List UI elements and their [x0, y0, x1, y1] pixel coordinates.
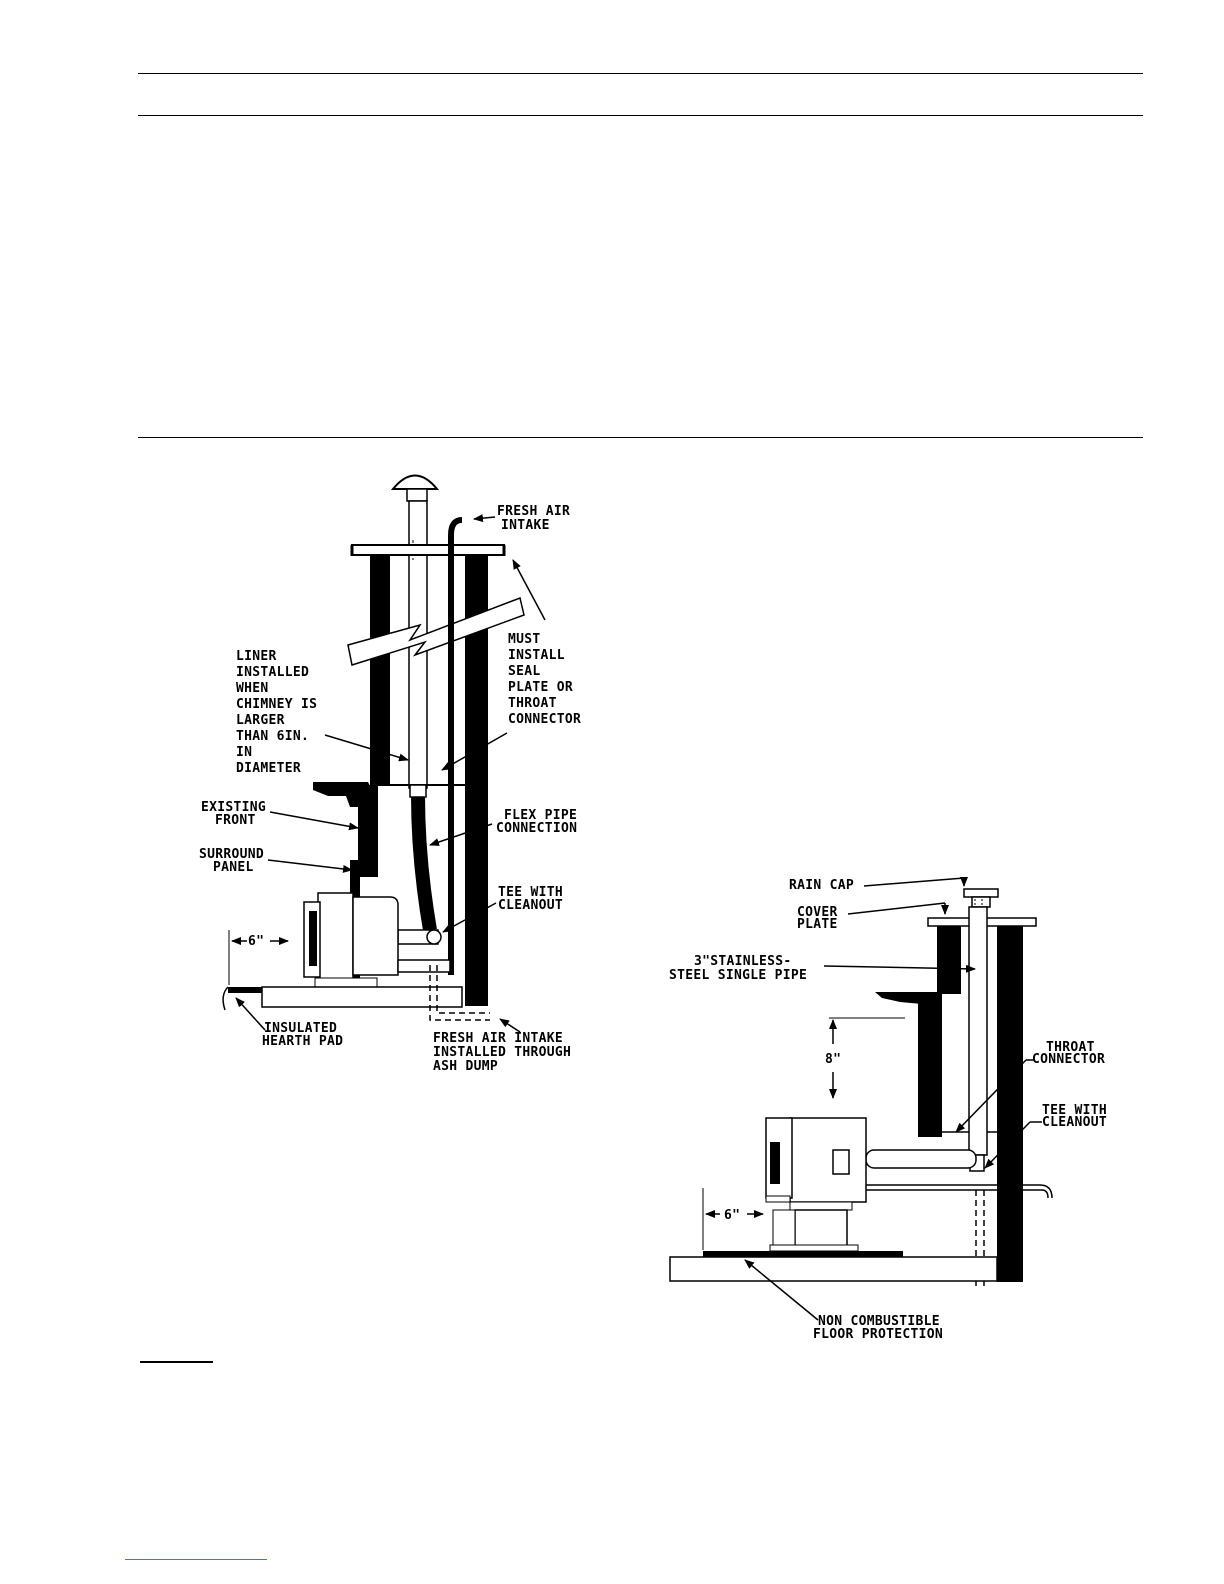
left-seal-plate: [351, 544, 505, 556]
footer-link-rule: [125, 1559, 267, 1560]
note-underline: [140, 1361, 213, 1363]
header-rule-top: [138, 73, 1143, 74]
right-chimney-wall-right: [997, 926, 1023, 1282]
left-chimney-wall-left: [370, 556, 390, 785]
left-label-must-install: MUST INSTALL SEAL PLATE OR THROAT CONNEC…: [508, 632, 581, 727]
right-mantel: [875, 992, 940, 1010]
right-rain-cap: [963, 888, 999, 898]
left-rain-cap: [390, 474, 440, 490]
right-label-height: 8": [825, 1052, 841, 1067]
left-stove: [303, 892, 451, 988]
right-label-rain-cap: RAIN CAP: [789, 878, 854, 893]
left-chimney-wall-right: [465, 556, 488, 1006]
right-label-pipe: 3"STAINLESS-STEEL SINGLE PIPE: [669, 954, 807, 983]
right-floor-protection: [703, 1251, 903, 1257]
header-rule-bottom: [138, 115, 1143, 116]
right-chimney-wall-left: [937, 926, 961, 994]
left-mantel: [313, 782, 372, 807]
right-stove: [765, 1117, 867, 1252]
left-hearth-pad: [261, 986, 463, 1008]
right-label-clearance: 6": [724, 1208, 740, 1223]
left-label-liner: LINER INSTALLED WHEN CHIMNEY IS LARGER T…: [236, 649, 325, 776]
left-fresh-air-pipe: [448, 517, 463, 975]
right-stainless-pipe: [968, 906, 988, 1156]
section-rule: [138, 437, 1143, 438]
left-label-clearance: 6": [248, 934, 264, 949]
left-flex-pipe: [411, 794, 437, 932]
